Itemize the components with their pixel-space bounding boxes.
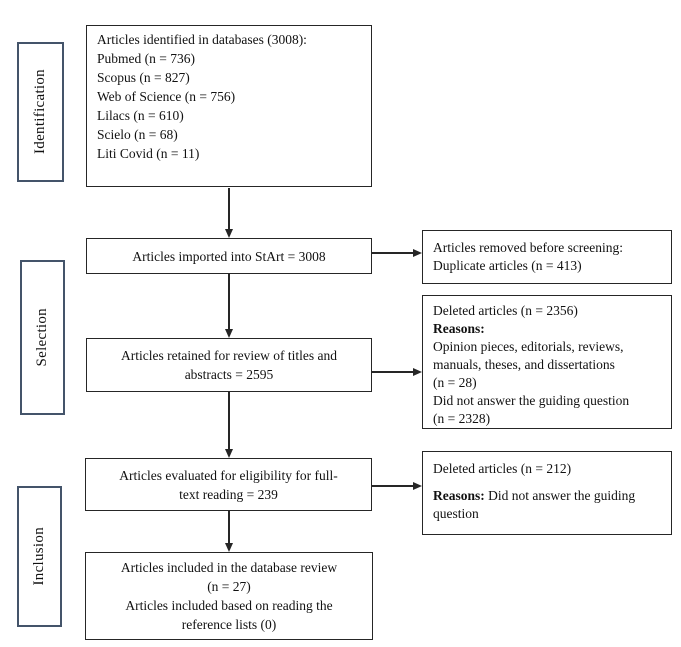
deleted-titles-abstracts-reasons: Opinion pieces, editorials, reviews, man… <box>433 339 630 426</box>
stage-label-inclusion-text: Inclusion <box>31 527 47 586</box>
retained-articles-box: Articles retained for review of titles a… <box>86 338 372 392</box>
stage-label-selection-text: Selection <box>34 308 50 367</box>
stage-label-identification-text: Identification <box>32 69 48 155</box>
deleted-titles-abstracts-box: Deleted articles (n = 2356) Reasons: Opi… <box>422 295 672 429</box>
deleted-titles-abstracts-reasons-label: Reasons: <box>433 321 485 336</box>
imported-articles-box: Articles imported into StArt = 3008 <box>86 238 372 274</box>
arrow-retained-to-deleted <box>372 368 422 377</box>
stage-label-identification: Identification <box>17 42 64 182</box>
deleted-fulltext-reasons: Reasons: Did not answer the guiding ques… <box>433 488 636 521</box>
identified-articles-box: Articles identified in databases (3008):… <box>86 25 372 187</box>
stage-label-inclusion: Inclusion <box>17 486 62 627</box>
deleted-titles-abstracts-header: Deleted articles (n = 2356) <box>433 303 578 318</box>
arrow-evaluated-to-included <box>225 511 234 552</box>
evaluated-articles-box: Articles evaluated for eligibility for f… <box>85 458 372 511</box>
deleted-fulltext-box: Deleted articles (n = 212) Reasons: Did … <box>422 451 672 535</box>
arrow-evaluated-to-deleted <box>372 482 422 491</box>
removed-before-screening-text: Articles removed before screening: Dupli… <box>433 240 624 273</box>
included-articles-box: Articles included in the database review… <box>85 552 373 640</box>
removed-before-screening-box: Articles removed before screening: Dupli… <box>422 230 672 284</box>
arrow-retained-to-evaluated <box>225 391 234 458</box>
arrow-imported-to-retained <box>225 274 234 338</box>
deleted-fulltext-header: Deleted articles (n = 212) <box>433 461 572 476</box>
stage-label-selection: Selection <box>20 260 65 415</box>
arrow-imported-to-removed <box>372 249 422 258</box>
arrow-identified-to-imported <box>225 188 234 238</box>
